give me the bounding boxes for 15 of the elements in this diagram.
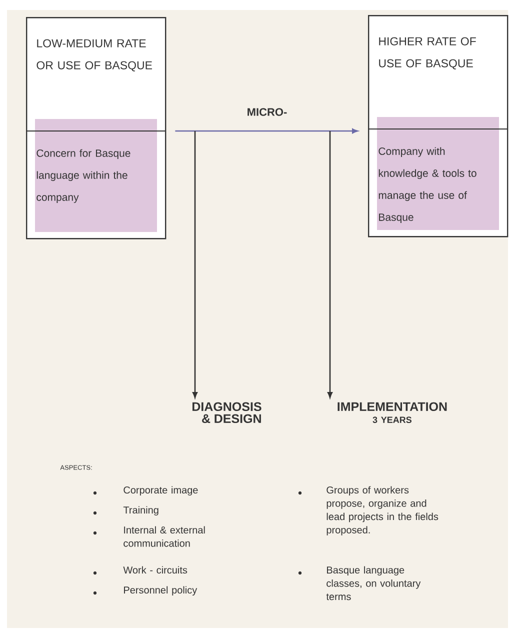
list-item: Internal & external communication <box>124 526 205 547</box>
list-item: Training <box>123 506 158 516</box>
section-heading: IMPLEMENTATION 3 YEARS <box>338 402 447 424</box>
list-item: Work - circuits <box>123 566 188 574</box>
arrow <box>192 131 198 398</box>
section-heading: DIAGNOSIS & DESIGN <box>192 402 262 424</box>
edge-label: MICRO- <box>246 107 288 117</box>
arrow <box>327 131 333 398</box>
list-item: Groups of workers propose, organize and lead projects in the fields proposed. <box>326 486 438 536</box>
list-item: Basque language classes, on voluntary terms <box>326 566 421 600</box>
column-box: LOW-MEDIUM RATE OR USE OF BASQUE Concern for Basque language within the company <box>26 17 166 240</box>
arrow <box>175 128 358 134</box>
list-item: Personnel policy <box>124 586 198 596</box>
list-item: Corporate image <box>124 486 198 496</box>
column-box: HIGHER RATE OF USE OF BASQUE Company with knowledge & tools to manage the use of Basque <box>368 15 508 238</box>
